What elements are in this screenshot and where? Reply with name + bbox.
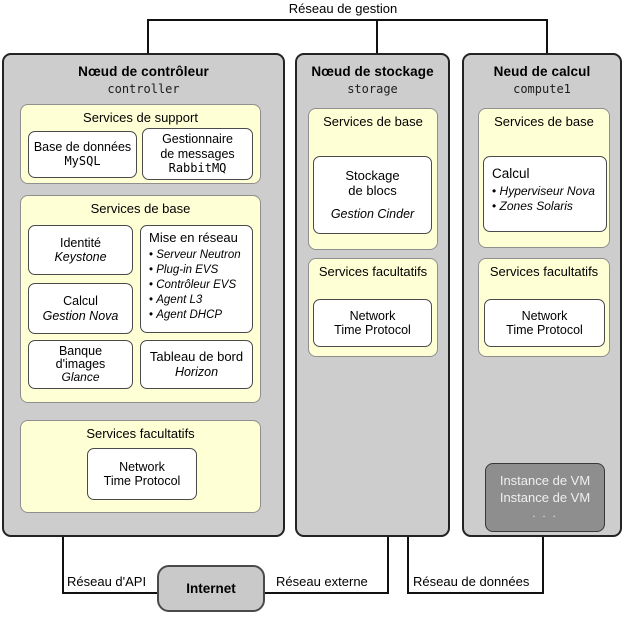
compute-components-list: Hyperviseur Nova Zones Solaris — [492, 184, 602, 215]
database-service-box: Base de données MySQL — [28, 131, 137, 178]
management-drop-storage — [376, 19, 378, 54]
networking-component: Serveur Neutron — [149, 248, 248, 263]
ntp-label-line1: Network — [119, 459, 165, 474]
message-broker-label-line2: de messages — [160, 146, 235, 161]
controller-base-services-group: Services de base Identité Keystone Mise … — [20, 195, 261, 403]
management-network-label: Réseau de gestion — [288, 1, 398, 16]
networking-component: Plug-in EVS — [149, 263, 248, 278]
storage-base-services-title: Services de base — [323, 114, 423, 129]
controller-base-services-title: Services de base — [90, 201, 191, 216]
controller-optional-services-group: Services facultatifs Network Time Protoc… — [20, 420, 261, 513]
controller-node: Nœud de contrôleur controller Services d… — [2, 53, 285, 537]
management-drop-controller — [147, 19, 149, 54]
ntp-label-line2: Time Protocol — [334, 323, 411, 337]
storage-optional-services-group: Services facultatifs Network Time Protoc… — [308, 258, 438, 357]
compute-management-product-label: Gestion Nova — [42, 308, 119, 323]
dashboard-service-box: Tableau de bord Horizon — [140, 340, 253, 389]
compute-optional-services-group: Services facultatifs Network Time Protoc… — [478, 258, 610, 357]
compute-node-hostname: compute1 — [513, 82, 571, 96]
compute-ntp-service-box: Network Time Protocol — [484, 299, 605, 347]
controller-support-services-title: Services de support — [83, 110, 198, 125]
management-network-line — [147, 19, 548, 21]
storage-node-hostname: storage — [347, 82, 398, 96]
identity-service-label: Identité — [59, 235, 101, 250]
storage-ntp-service-box: Network Time Protocol — [313, 299, 432, 347]
networking-component: Agent DHCP — [149, 308, 248, 323]
ntp-label-line1: Network — [349, 308, 396, 323]
ntp-label-line2: Time Protocol — [506, 323, 583, 337]
internet-label: Internet — [186, 581, 236, 596]
networking-service-label: Mise en réseau — [149, 230, 238, 245]
compute-service-label: Calcul — [492, 166, 530, 181]
block-storage-product-label: Gestion Cinder — [330, 206, 415, 221]
controller-node-hostname: controller — [107, 82, 180, 96]
compute-node: Neud de calcul compute1 Services de base… — [462, 53, 622, 537]
message-broker-label-line1: Gestionnaire — [162, 132, 233, 147]
message-broker-service-box: Gestionnaire de messages RabbitMQ — [142, 128, 253, 180]
controller-ntp-service-box: Network Time Protocol — [87, 448, 197, 500]
image-store-label-line1: Banque — [58, 344, 103, 359]
image-store-service-box: Banque d'images Glance — [28, 340, 133, 389]
storage-node: Nœud de stockage storage Services de bas… — [295, 53, 450, 537]
api-network-label: Réseau d'API — [67, 574, 147, 589]
compute-base-services-group: Services de base Calcul Hyperviseur Nova… — [478, 108, 610, 248]
compute-node-title: Neud de calcul — [493, 64, 591, 79]
controller-node-title: Nœud de contrôleur — [78, 64, 209, 79]
message-broker-product-label: RabbitMQ — [168, 160, 227, 175]
vm-instance-label: Instance de VM — [499, 473, 591, 489]
dashboard-service-label: Tableau de bord — [149, 348, 244, 364]
dashboard-product-label: Horizon — [174, 364, 219, 379]
data-network-line — [407, 592, 544, 594]
storage-base-services-group: Services de base Stockage de blocs Gesti… — [308, 108, 438, 250]
database-service-label: Base de données — [33, 139, 132, 154]
vm-instances-box: Instance de VM Instance de VM . . . — [485, 463, 605, 532]
api-network-line — [62, 592, 157, 594]
block-storage-service-box: Stockage de blocs Gestion Cinder — [313, 156, 432, 234]
management-drop-compute — [546, 19, 548, 54]
compute-base-services-title: Services de base — [494, 114, 594, 129]
vm-ellipsis: . . . — [532, 508, 558, 521]
compute-management-service-box: Calcul Gestion Nova — [28, 283, 133, 334]
networking-components-list: Serveur Neutron Plug-in EVS Contrôleur E… — [149, 248, 248, 323]
vm-instance-label: Instance de VM — [499, 490, 591, 506]
external-network-drop — [387, 537, 389, 594]
image-store-product-label: Glance — [61, 370, 100, 385]
compute-optional-services-title: Services facultatifs — [489, 264, 599, 279]
data-network-drop-compute — [542, 537, 544, 594]
compute-management-label: Calcul — [63, 294, 98, 309]
external-network-line — [265, 592, 389, 594]
database-product-label: MySQL — [64, 154, 101, 169]
networking-component: Contrôleur EVS — [149, 278, 248, 293]
networking-component: Agent L3 — [149, 293, 248, 308]
compute-service-box: Calcul Hyperviseur Nova Zones Solaris — [483, 156, 607, 232]
api-network-drop — [62, 537, 64, 594]
controller-optional-services-title: Services facultatifs — [86, 426, 195, 441]
data-network-label: Réseau de données — [413, 574, 530, 589]
compute-component: Hyperviseur Nova — [492, 184, 602, 200]
storage-node-title: Nœud de stockage — [311, 64, 434, 79]
networking-service-box: Mise en réseau Serveur Neutron Plug-in E… — [140, 225, 253, 333]
block-storage-label-line2: de blocs — [348, 182, 397, 198]
external-network-label: Réseau externe — [276, 574, 368, 589]
storage-optional-services-title: Services facultatifs — [318, 264, 428, 279]
identity-service-box: Identité Keystone — [28, 225, 133, 275]
internet-box: Internet — [157, 565, 265, 612]
identity-product-label: Keystone — [54, 250, 107, 264]
ntp-label-line1: Network — [521, 308, 568, 323]
block-storage-label-line1: Stockage — [345, 167, 400, 183]
image-store-label-line2: d'images — [55, 357, 106, 372]
data-network-drop-storage — [407, 537, 409, 594]
compute-component: Zones Solaris — [492, 199, 602, 215]
controller-support-services-group: Services de support Base de données MySQ… — [20, 104, 261, 184]
ntp-label-line2: Time Protocol — [103, 474, 181, 488]
